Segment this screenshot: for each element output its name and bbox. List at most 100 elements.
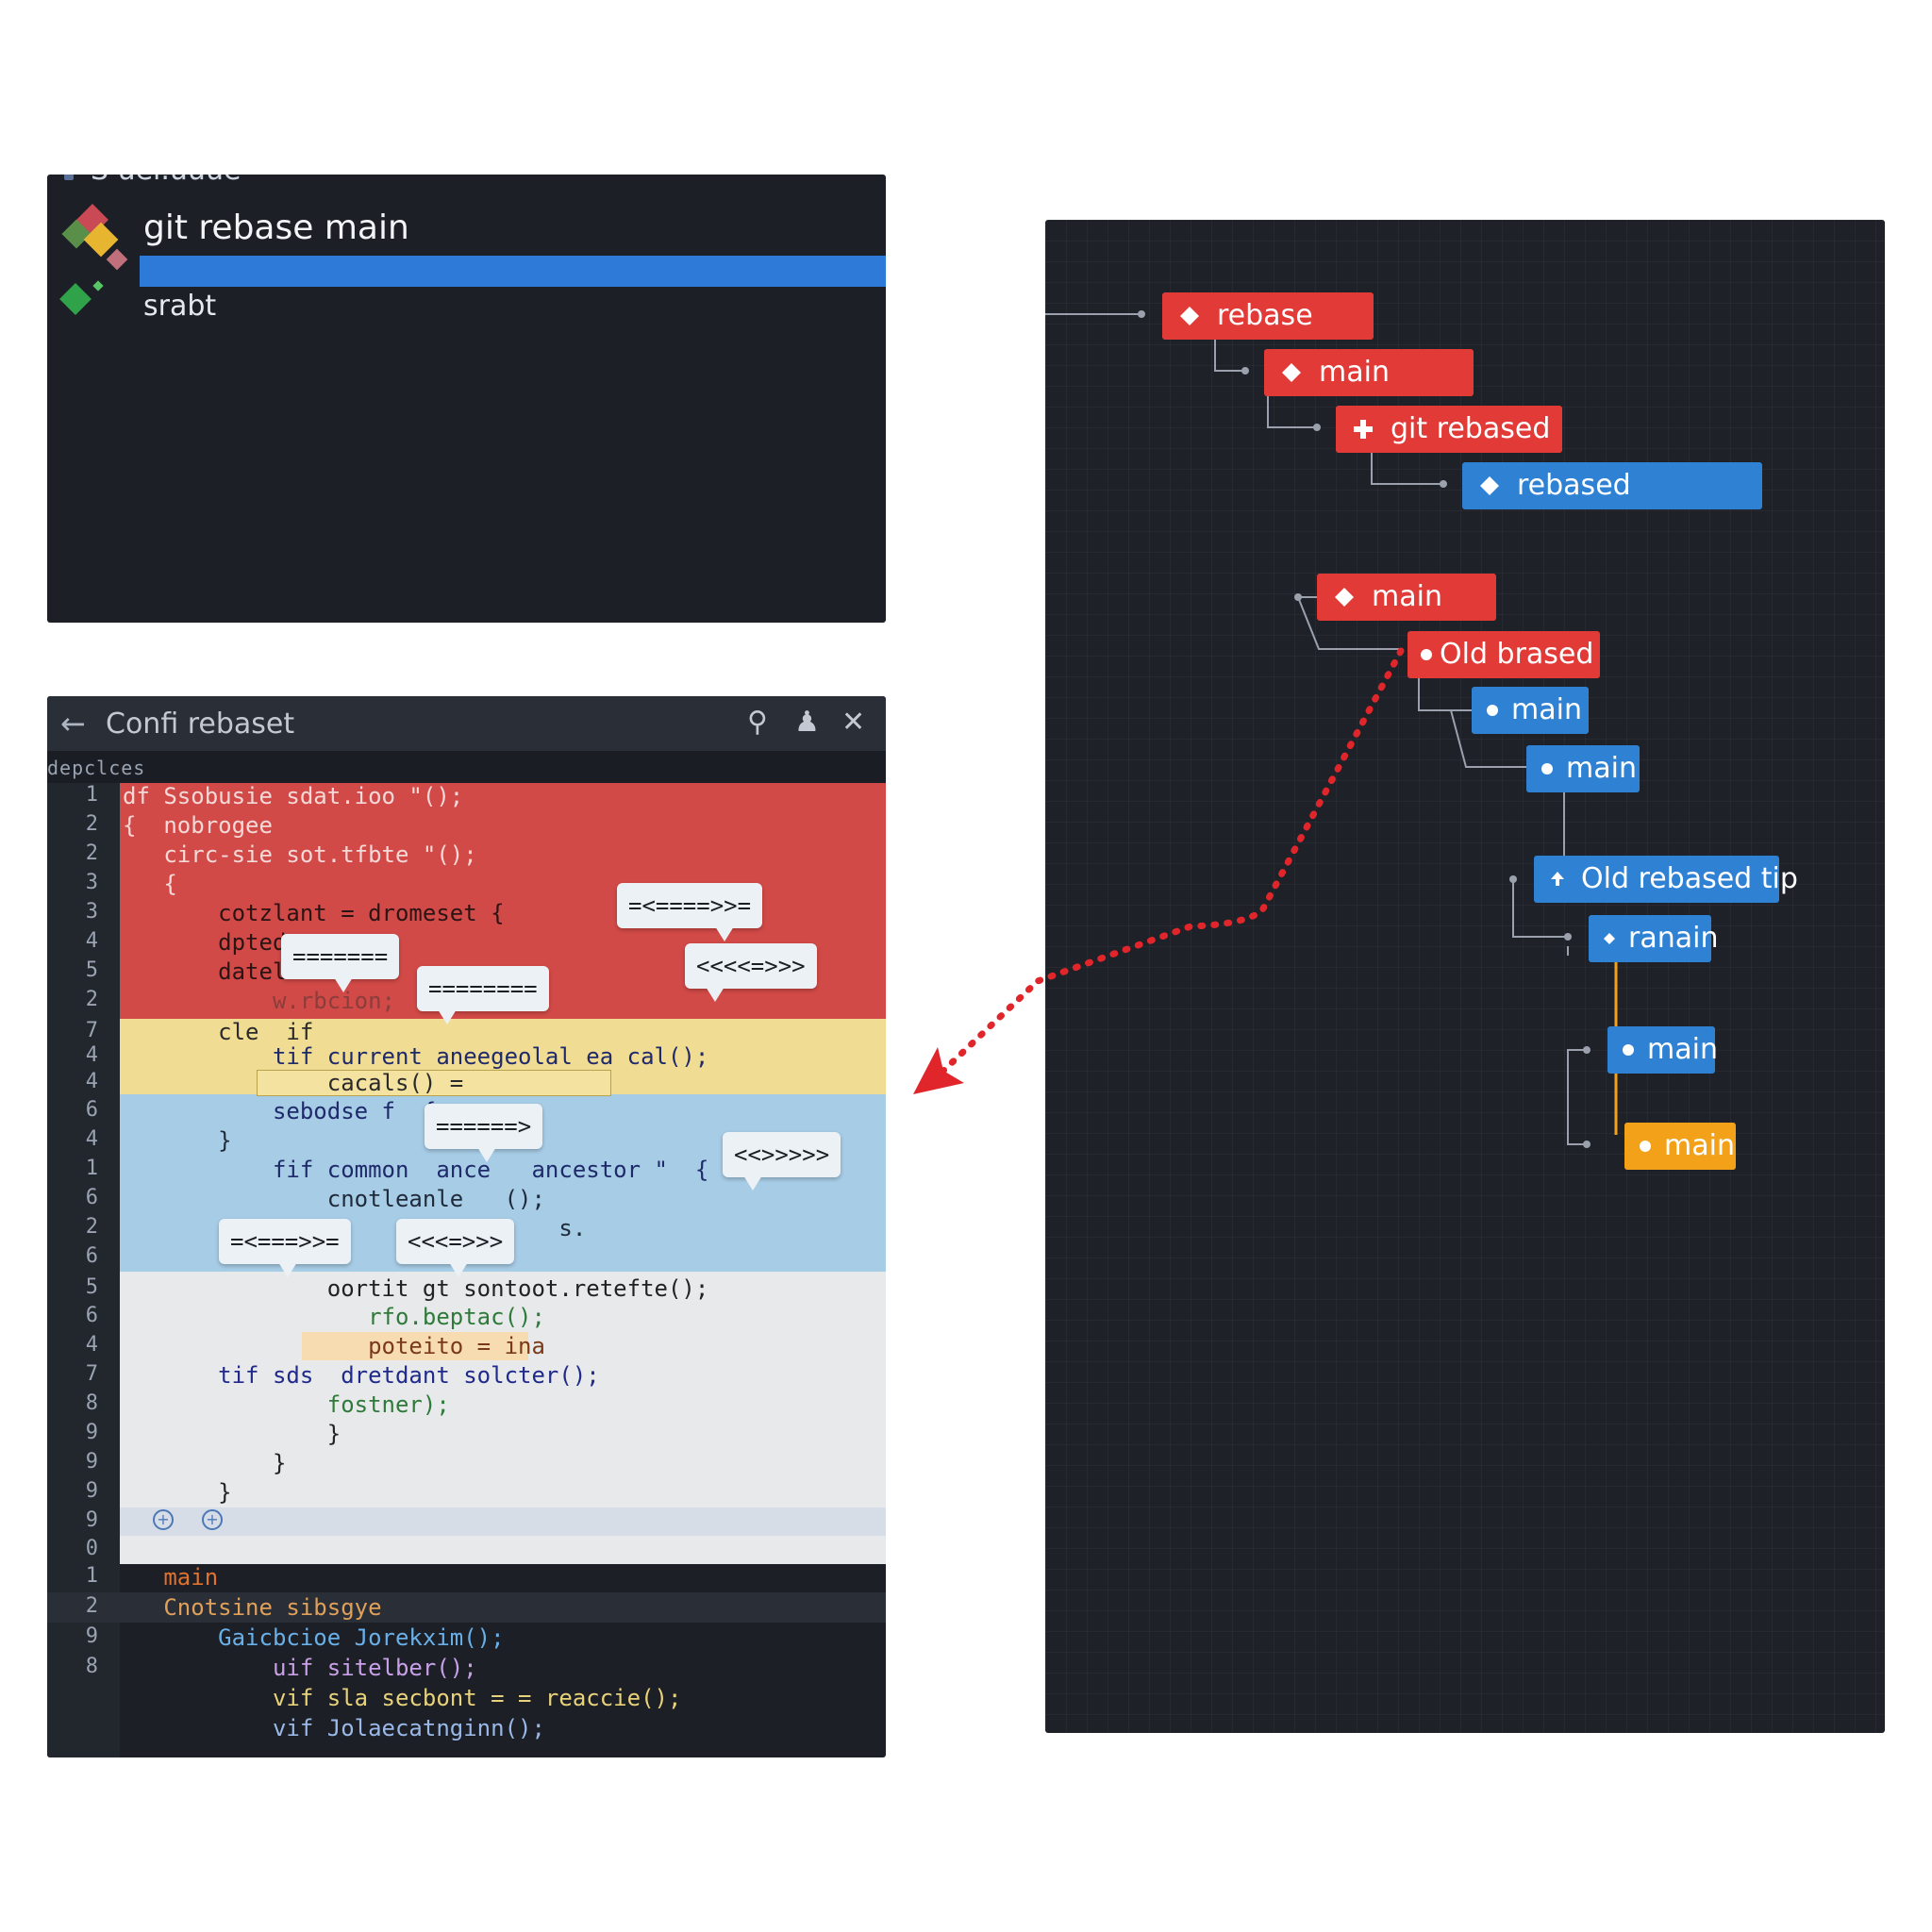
git-logo-icon xyxy=(57,203,142,325)
line-number: 9 xyxy=(85,1421,98,1444)
commit-diamond-icon xyxy=(1335,588,1354,607)
text-selection-box xyxy=(302,1332,528,1360)
commit-node-main[interactable]: main xyxy=(1317,574,1496,621)
code-line: cnotleanle (); xyxy=(123,1186,545,1212)
commit-node-old-brased[interactable]: Old brased xyxy=(1407,631,1600,678)
code-line: { nobrogee xyxy=(123,812,273,839)
conflict-marker-callout: <<<<=>>> xyxy=(685,943,817,1002)
editor-sub-label: depclces xyxy=(47,757,146,779)
commit-node-main[interactable]: main xyxy=(1624,1123,1736,1170)
editor-titlebar xyxy=(47,696,886,751)
line-number: 3 xyxy=(85,900,98,924)
code-line: } xyxy=(123,1421,341,1447)
back-arrow-icon[interactable]: ← xyxy=(60,706,86,741)
code-line: fif common ance ancestor " { xyxy=(123,1157,709,1183)
conflict-marker-callout: ======== xyxy=(417,966,549,1024)
line-number: 2 xyxy=(85,988,98,1011)
line-number: 8 xyxy=(85,1391,98,1415)
code-line: oortit gt sontoot.retefte(); xyxy=(123,1275,709,1302)
line-number: 4 xyxy=(85,1043,98,1067)
commit-node-rebase[interactable]: rebase xyxy=(1162,292,1374,340)
code-line: uif sitelber(); xyxy=(123,1655,477,1681)
code-line: cotzlant = dromeset { xyxy=(123,900,505,926)
text-selection-box xyxy=(257,1070,611,1096)
code-line: } xyxy=(123,1450,287,1476)
conflict-marker-callout: =<===>>= xyxy=(219,1219,351,1277)
code-line: main xyxy=(123,1564,219,1591)
line-number: 1 xyxy=(85,783,98,807)
commit-node-label: main xyxy=(1372,580,1442,613)
code-line: vif Jolaecatnginn(); xyxy=(123,1715,545,1741)
commit-plus-icon xyxy=(1354,420,1373,439)
arrowhead-icon xyxy=(913,1047,964,1094)
code-line: } xyxy=(123,1127,232,1154)
commit-node-label: git rebased xyxy=(1391,412,1551,445)
code-line: sebodse f { xyxy=(123,1098,437,1124)
commit-node-label: Old brased xyxy=(1440,638,1594,671)
conflict-marker-callout: =<====>>= xyxy=(617,883,763,941)
commit-dot-icon xyxy=(1487,705,1498,716)
line-number: 4 xyxy=(85,1333,98,1357)
code-line: circ-sie sot.tfbte "(); xyxy=(123,841,477,868)
active-line-highlight xyxy=(47,1592,886,1623)
code-line: vif sla secbont = = reaccie(); xyxy=(123,1685,682,1711)
commit-node-label: rebase xyxy=(1217,299,1313,332)
commit-node-label: rebased xyxy=(1517,469,1631,502)
line-number: 5 xyxy=(85,958,98,982)
commit-node-main[interactable]: main xyxy=(1526,745,1640,792)
line-number: 9 xyxy=(85,1450,98,1474)
merged-result-block xyxy=(120,1272,886,1507)
line-number: 1 xyxy=(85,1564,98,1588)
line-number: 9 xyxy=(85,1479,98,1503)
commit-node-git-rebased[interactable]: git rebased xyxy=(1336,406,1562,453)
code-line: Gaicbcioe Jorekxim(); xyxy=(123,1624,505,1651)
add-marker-icon[interactable]: + xyxy=(202,1509,223,1530)
commit-node-label: main xyxy=(1319,356,1390,389)
commit-dot-icon xyxy=(1541,763,1553,774)
code-line: } xyxy=(123,1479,232,1506)
commit-diamond-icon xyxy=(1180,307,1199,325)
terminal-progress-bar xyxy=(140,256,886,287)
line-number: 5 xyxy=(85,1275,98,1299)
editor-subbar xyxy=(47,751,886,783)
code-line: cacals() = xyxy=(123,1070,464,1096)
commit-node-ranain[interactable]: ranain xyxy=(1589,915,1718,962)
line-number: 3 xyxy=(85,871,98,894)
commit-diamond-icon xyxy=(1604,933,1615,944)
line-number: 8 xyxy=(85,1655,98,1678)
line-number: 6 xyxy=(85,1244,98,1268)
conflict-marker-callout: <<>>>>> xyxy=(723,1132,841,1191)
search-icon[interactable]: ⚲ xyxy=(747,706,768,739)
commit-node-main[interactable]: main xyxy=(1472,687,1589,734)
commit-node-main[interactable]: main xyxy=(1607,1026,1718,1074)
line-number: 9 xyxy=(85,1508,98,1532)
close-icon[interactable]: ✕ xyxy=(841,706,866,739)
commit-graph-panel: rebase main git rebased rebased main Old… xyxy=(1045,220,1885,1733)
terminal-panel: S uel.uuue git rebase main srabt xyxy=(47,175,886,623)
commit-node-old-rebased-tip[interactable]: Old rebased tip xyxy=(1534,856,1798,903)
line-number: 0 xyxy=(85,1537,98,1560)
terminal-cut-text: S uel.uuue xyxy=(91,175,241,187)
line-number: 2 xyxy=(85,1215,98,1239)
code-line: tif sds dretdant solcter(); xyxy=(123,1362,600,1389)
commit-node-label: main xyxy=(1664,1129,1735,1162)
cloud-upload-icon xyxy=(1551,872,1564,886)
terminal-output: srabt xyxy=(143,290,217,323)
commit-node-main[interactable]: main xyxy=(1264,349,1474,396)
commit-diamond-icon xyxy=(1282,363,1301,382)
code-line: tif current aneegeolal ea cal(); xyxy=(123,1043,709,1070)
code-line: dpted xyxy=(123,929,287,956)
commit-node-rebased[interactable]: rebased xyxy=(1462,462,1762,509)
line-number: 7 xyxy=(85,1362,98,1386)
commit-diamond-icon xyxy=(1480,476,1499,495)
code-line: df Ssobusie sdat.ioo "(); xyxy=(123,783,464,809)
line-number: 6 xyxy=(85,1098,98,1122)
terminal-command: git rebase main xyxy=(143,208,409,247)
conflict-marker-callout: ======> xyxy=(425,1104,543,1162)
editor-title: Confi rebaset xyxy=(106,708,295,741)
commit-node-label: ranain xyxy=(1628,922,1719,955)
commit-node-label: Old rebased tip xyxy=(1581,862,1798,895)
user-icon[interactable]: ♟ xyxy=(794,706,820,739)
add-marker-icon[interactable]: + xyxy=(153,1509,174,1530)
line-number: 1 xyxy=(85,1157,98,1180)
